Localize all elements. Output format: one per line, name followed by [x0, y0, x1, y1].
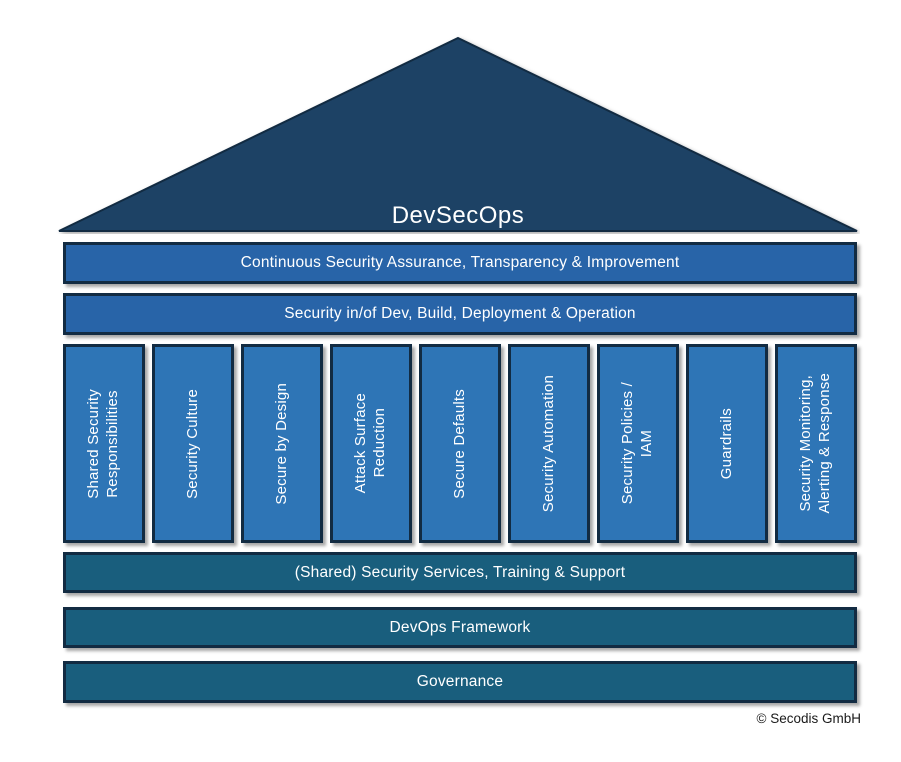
bar-label: Continuous Security Assurance, Transpare…: [240, 254, 680, 271]
copyright-text: © Secodis GmbH: [756, 711, 861, 726]
pillar-label: Security Automation: [539, 374, 557, 513]
pillar-row: Shared Security Responsibilities Securit…: [63, 344, 857, 543]
pillar-label: Security Monitoring, Alerting & Response: [797, 373, 833, 514]
bar-label: Governance: [416, 673, 504, 690]
bar-continuous-security-assurance: Continuous Security Assurance, Transpare…: [63, 242, 857, 284]
bar-devops-framework: DevOps Framework: [63, 607, 857, 648]
pillar-secure-defaults: Secure Defaults: [419, 344, 501, 543]
pillar-security-automation: Security Automation: [508, 344, 590, 543]
bar-label: DevOps Framework: [389, 618, 531, 636]
pillar-shared-security-responsibilities: Shared Security Responsibilities: [63, 344, 145, 543]
bar-label: Security in/of Dev, Build, Deployment & …: [284, 305, 636, 322]
pillar-security-culture: Security Culture: [152, 344, 234, 543]
bar-label: (Shared) Security Services, Training & S…: [294, 563, 626, 581]
bar-security-in-of-dev: Security in/of Dev, Build, Deployment & …: [63, 293, 857, 335]
diagram-title: DevSecOps: [391, 202, 525, 229]
pillar-secure-by-design: Secure by Design: [241, 344, 323, 543]
pillar-label: Security Culture: [183, 388, 201, 499]
pillar-label: Secure Defaults: [450, 388, 468, 499]
bar-shared-security-services: (Shared) Security Services, Training & S…: [63, 552, 857, 593]
pillar-label: Guardrails: [717, 407, 735, 480]
roof-triangle: DevSecOps: [56, 34, 860, 234]
pillar-guardrails: Guardrails: [686, 344, 768, 543]
pillar-label: Shared Security Responsibilities: [85, 388, 121, 499]
pillar-attack-surface-reduction: Attack Surface Reduction: [330, 344, 412, 543]
pillar-security-monitoring-alerting-response: Security Monitoring, Alerting & Response: [775, 344, 857, 543]
pillar-label: Security Policies / IAM: [619, 382, 655, 505]
pillar-security-policies-iam: Security Policies / IAM: [597, 344, 679, 543]
pillar-label: Attack Surface Reduction: [352, 393, 388, 494]
pillar-label: Secure by Design: [272, 382, 290, 505]
roof-triangle-shape: [58, 36, 858, 232]
bar-governance: Governance: [63, 661, 857, 703]
